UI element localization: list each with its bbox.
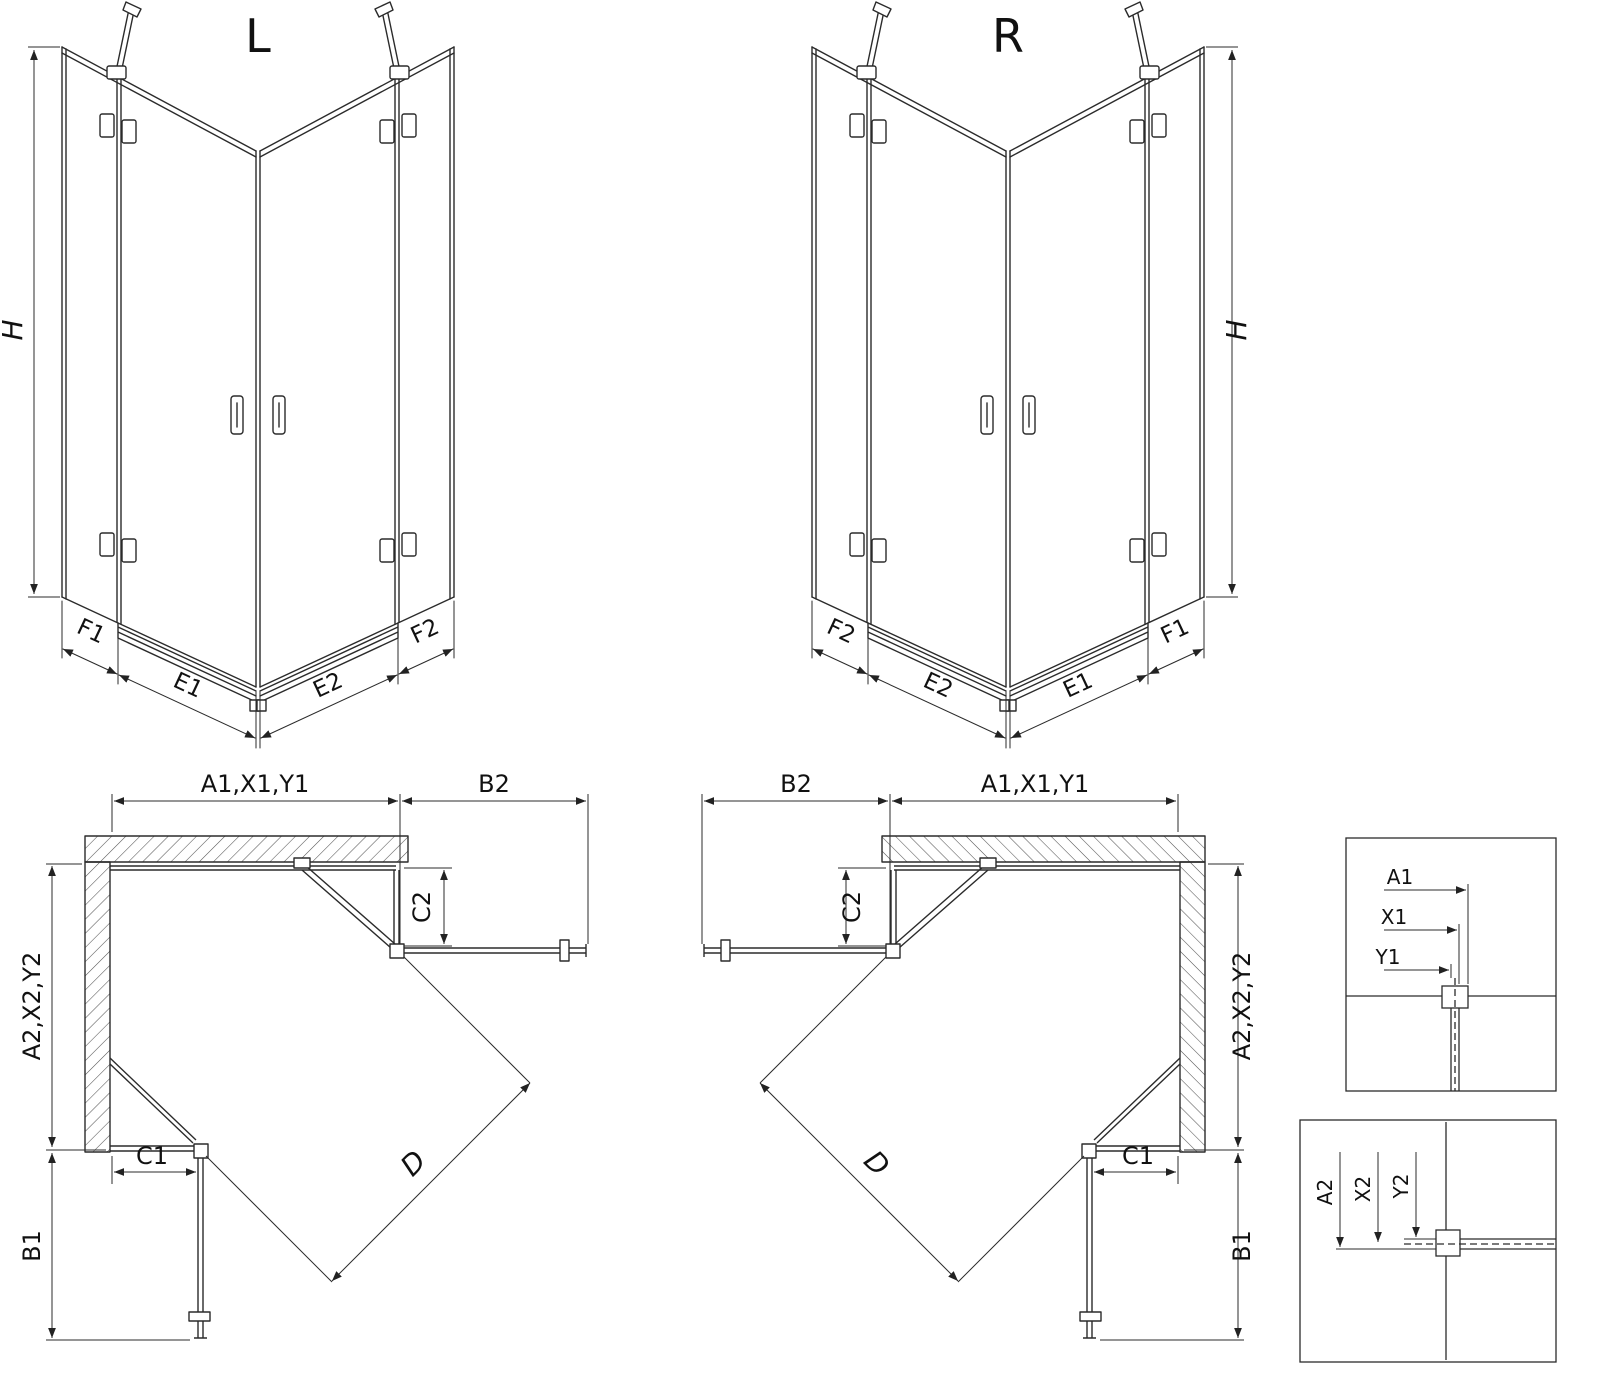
label-x2: X2: [1351, 1176, 1375, 1202]
label-height: H: [0, 319, 29, 340]
detail-view-bottom: A2 X2 Y2: [1300, 1120, 1556, 1362]
label-a2x2y2: A2,X2,Y2: [1228, 952, 1256, 1061]
view-title-left: L: [245, 9, 271, 63]
label-c1: C1: [136, 1142, 168, 1170]
label-a2: A2: [1313, 1179, 1337, 1205]
label-b1: B1: [18, 1230, 46, 1262]
detail-view-top: A1 X1 Y1: [1346, 838, 1556, 1091]
label-a1: A1: [1387, 865, 1413, 889]
label-a2x2y2: A2,X2,Y2: [18, 952, 46, 1061]
label-height: H: [1220, 319, 1253, 340]
label-c2: C2: [408, 891, 436, 923]
label-c1: C1: [1122, 1142, 1154, 1170]
label-a1x1y1: A1,X1,Y1: [981, 770, 1090, 798]
label-y1: Y1: [1375, 945, 1401, 969]
label-c2: C2: [838, 891, 866, 923]
label-a1x1y1: A1,X1,Y1: [201, 770, 310, 798]
label-b1: B1: [1228, 1230, 1256, 1262]
label-b2: B2: [780, 770, 812, 798]
view-title-right: R: [992, 9, 1024, 63]
label-b2: B2: [478, 770, 510, 798]
label-y2: Y2: [1389, 1174, 1413, 1200]
label-x1: X1: [1381, 905, 1407, 929]
plan-view-left: A1,X1,Y1 B2 C2 A2,X2,Y2 C1 B1 D: [18, 770, 588, 1340]
